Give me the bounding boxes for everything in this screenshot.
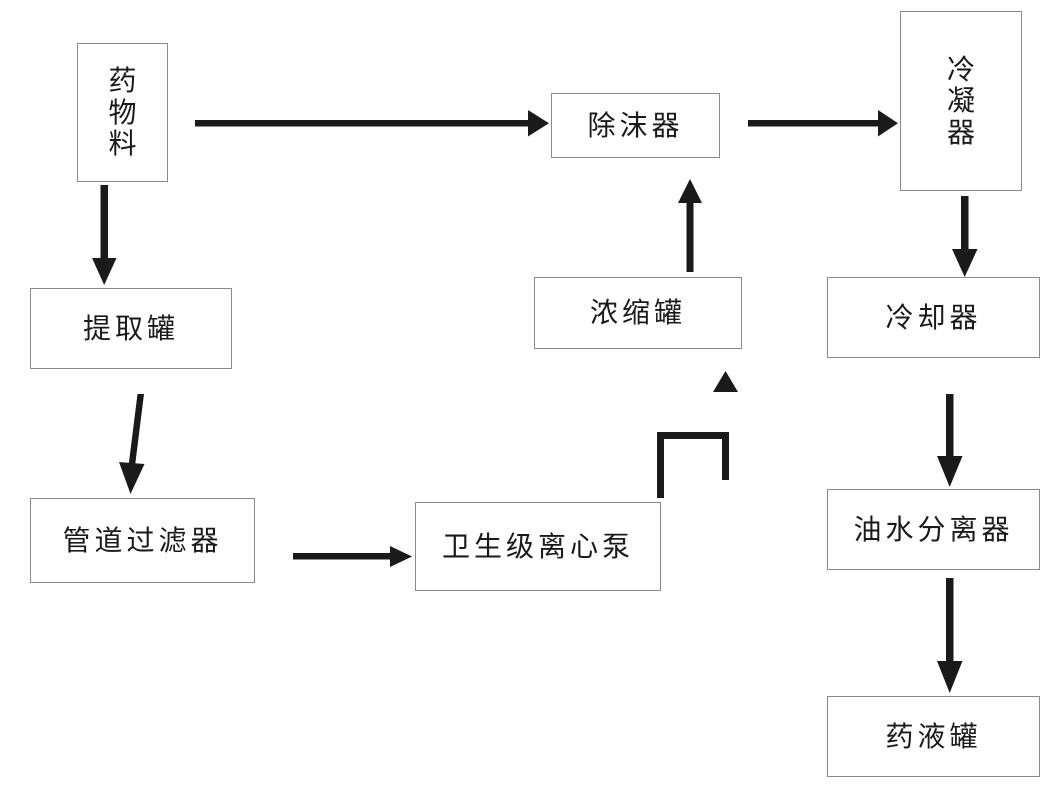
node-pipeline-filter[interactable]: 管道过滤器 xyxy=(30,498,255,583)
connector-concentration-tank-to-demister xyxy=(678,179,702,272)
connector-oil-water-separator-to-liquid-tank xyxy=(937,578,963,693)
node-extraction-tank[interactable]: 提取罐 xyxy=(30,288,232,369)
node-label-concentration-tank: 浓缩罐 xyxy=(589,296,686,330)
node-label-centrifugal-pump: 卫生级离心泵 xyxy=(441,529,634,563)
node-label-pipeline-filter: 管道过滤器 xyxy=(62,523,223,557)
connector-extraction-tank-to-pipeline-filter xyxy=(119,394,145,494)
node-concentration-tank[interactable]: 浓缩罐 xyxy=(534,277,742,349)
node-label-condenser: 冷凝器 xyxy=(947,52,976,149)
node-label-drug-material: 药物料 xyxy=(108,64,137,161)
node-label-cooler: 冷却器 xyxy=(885,300,982,334)
connector-cooler-to-oil-water-separator xyxy=(937,394,963,487)
node-label-liquid-tank: 药液罐 xyxy=(885,719,982,753)
node-label-oil-water-separator: 油水分离器 xyxy=(853,512,1014,546)
node-condenser[interactable]: 冷凝器 xyxy=(900,11,1022,191)
connector-pipeline-filter-to-centrifugal-pump xyxy=(293,546,412,567)
connector-centrifugal-pump-to-concentration-tank xyxy=(657,371,738,498)
connector-drug-material-to-demister xyxy=(195,110,549,137)
node-centrifugal-pump[interactable]: 卫生级离心泵 xyxy=(415,502,661,591)
node-label-demister: 除沫器 xyxy=(587,108,684,142)
node-liquid-tank[interactable]: 药液罐 xyxy=(827,696,1040,777)
node-drug-material[interactable]: 药物料 xyxy=(77,43,168,182)
node-label-extraction-tank: 提取罐 xyxy=(82,311,179,345)
connector-drug-material-to-extraction-tank xyxy=(92,185,117,285)
node-cooler[interactable]: 冷却器 xyxy=(827,277,1040,358)
connector-demister-to-condenser xyxy=(748,110,898,137)
connector-condenser-to-cooler xyxy=(952,196,978,277)
node-demister[interactable]: 除沫器 xyxy=(551,93,720,158)
node-oil-water-separator[interactable]: 油水分离器 xyxy=(827,489,1040,570)
